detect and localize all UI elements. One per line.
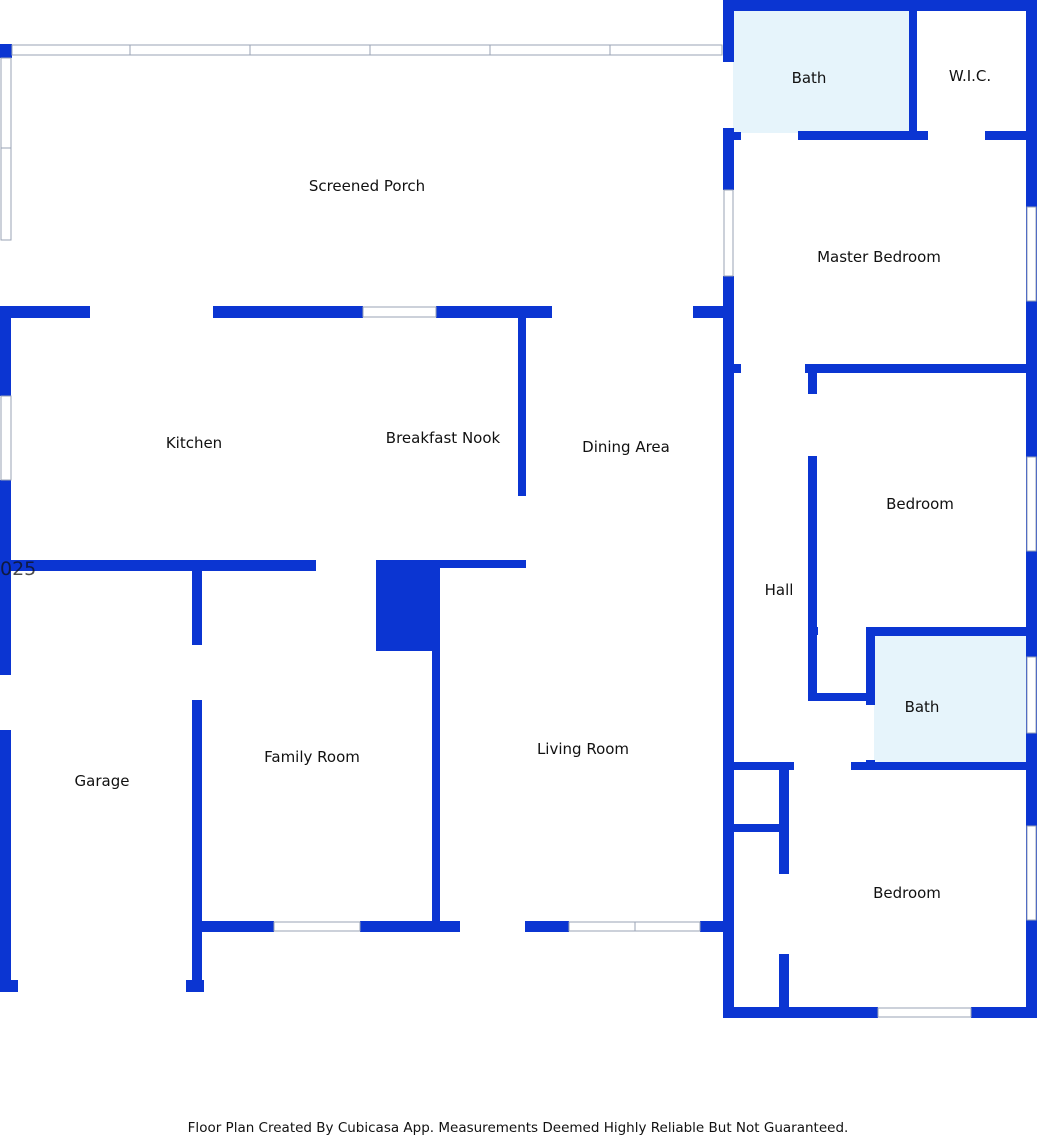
room-label-dining-area: Dining Area xyxy=(582,438,670,456)
room-label-screened-porch: Screened Porch xyxy=(309,177,425,195)
room-label-garage: Garage xyxy=(75,772,130,790)
footer-disclaimer: Floor Plan Created By Cubicasa App. Meas… xyxy=(188,1120,849,1135)
bath-master-fill xyxy=(733,11,911,133)
room-label-bath-2: Bath xyxy=(905,698,940,716)
room-labels: Screened Porch Bath W.I.C. Master Bedroo… xyxy=(75,67,992,902)
room-label-wic: W.I.C. xyxy=(949,67,991,85)
room-label-bedroom-2: Bedroom xyxy=(873,884,941,902)
room-label-bedroom-1: Bedroom xyxy=(886,495,954,513)
walls xyxy=(0,0,1037,1018)
bath-2-fill xyxy=(874,634,1027,764)
watermark-text: 025 xyxy=(0,558,36,580)
room-label-hall: Hall xyxy=(765,581,794,599)
room-label-breakfast-nook: Breakfast Nook xyxy=(386,429,501,447)
room-label-kitchen: Kitchen xyxy=(166,434,222,452)
windows xyxy=(0,44,1037,1018)
room-label-family-room: Family Room xyxy=(264,748,360,766)
room-label-bath-master: Bath xyxy=(792,69,827,87)
room-label-master-bedroom: Master Bedroom xyxy=(817,248,941,266)
room-label-living-room: Living Room xyxy=(537,740,629,758)
